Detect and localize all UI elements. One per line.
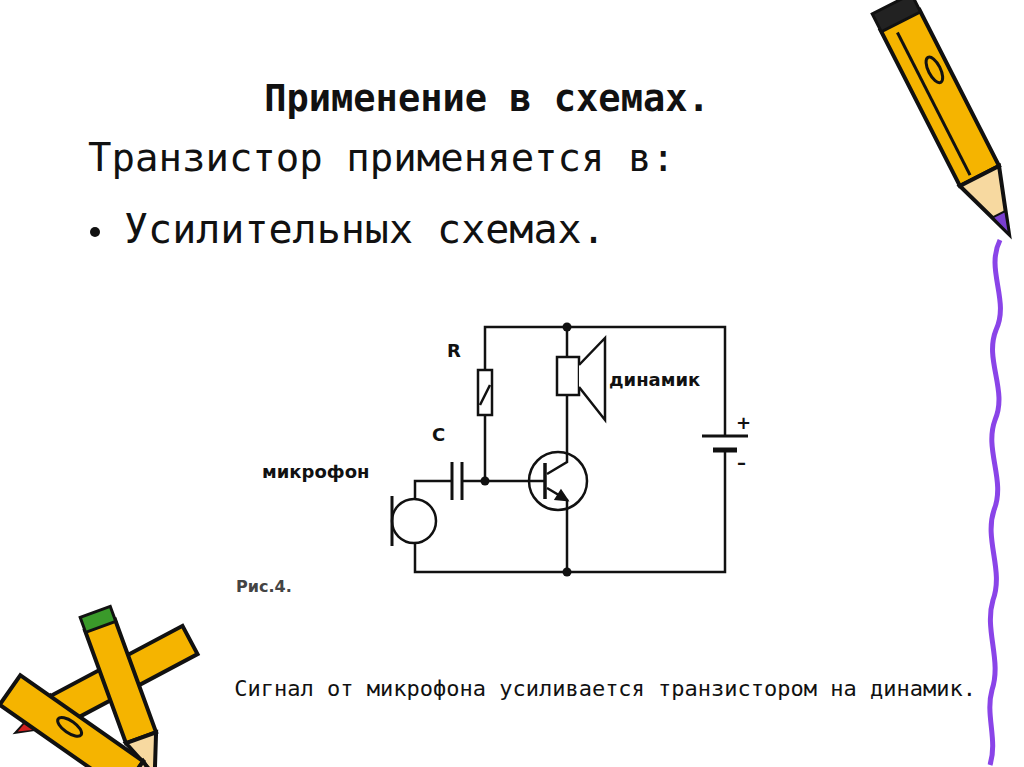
- polarity-sign: –: [737, 453, 746, 474]
- slide-title: Применение в схемах.: [264, 78, 710, 121]
- slide-caption: Сигнал от микрофона усиливается транзист…: [234, 676, 976, 701]
- part-label: R: [447, 341, 461, 362]
- transistor-symbol: [529, 452, 587, 510]
- part-label: C: [432, 425, 445, 446]
- circuit-wires: [415, 327, 725, 572]
- decor-pencil: [872, 0, 1024, 244]
- decor-pencil: [0, 675, 180, 767]
- polarity-sign: +: [736, 413, 751, 434]
- capacitor-symbol: [452, 462, 462, 500]
- figure-number: Рис.4.: [236, 578, 292, 596]
- part-label: микрофон: [262, 462, 369, 483]
- bullet-dot: [90, 227, 100, 237]
- resistor-symbol: [478, 370, 492, 415]
- decor-wave: [990, 240, 1001, 765]
- slide-text: Транзистор применяется в:: [88, 136, 675, 181]
- speaker-symbol: [557, 338, 605, 420]
- part-label: динамик: [609, 370, 700, 391]
- microphone-symbol: [392, 496, 436, 546]
- bullet-text: Усилительных схемах.: [124, 206, 606, 252]
